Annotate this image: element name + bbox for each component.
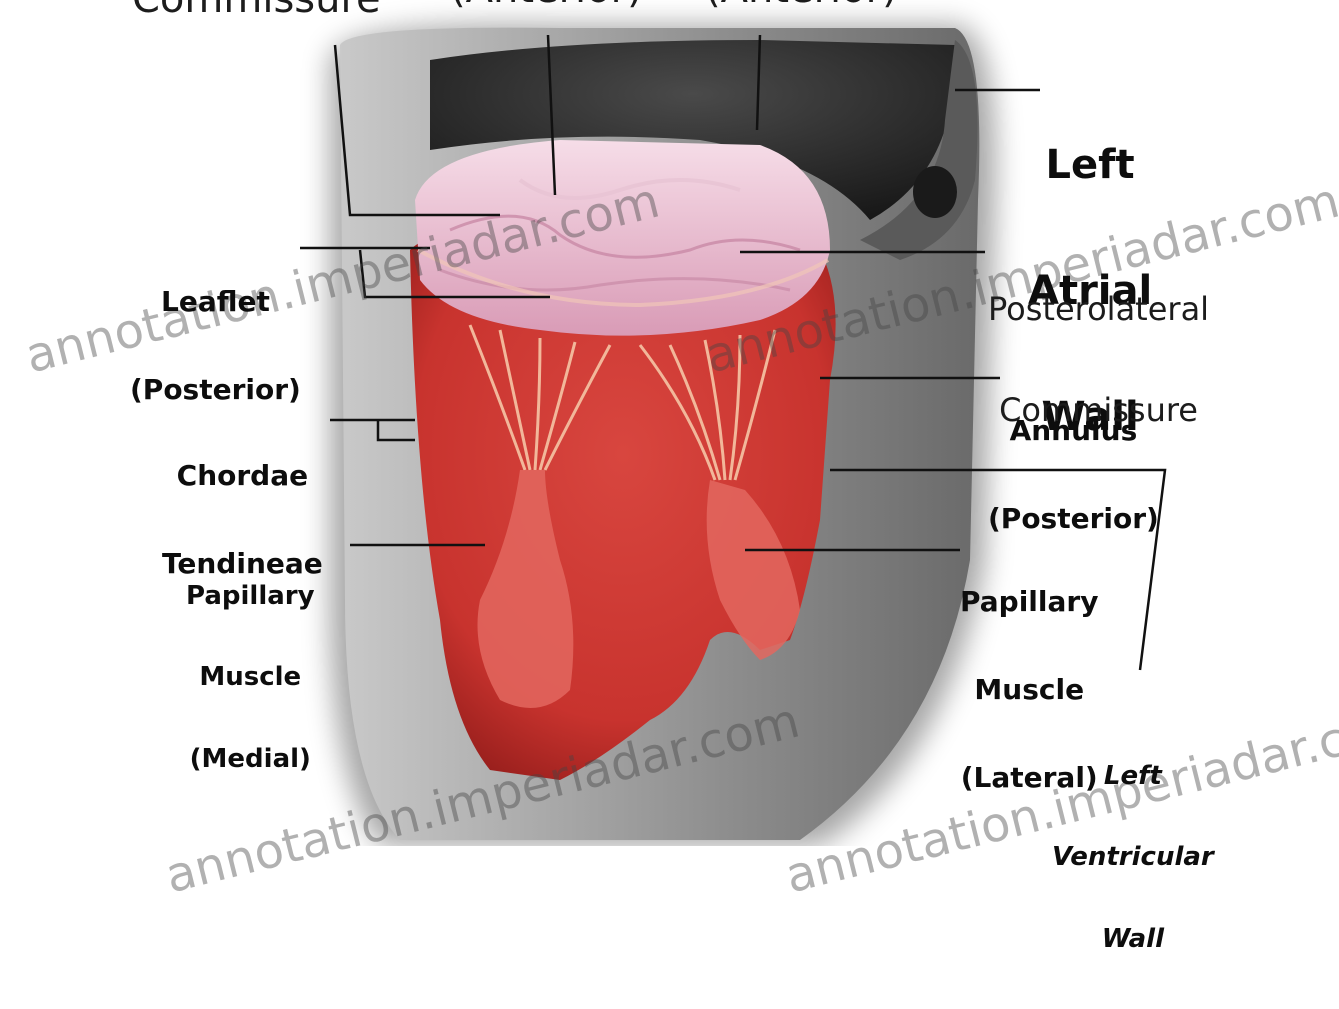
label-papillary-medial-line-1: Papillary bbox=[186, 583, 315, 610]
mitral-valve-diagram: annotation.imperiadar.com annotation.imp… bbox=[0, 0, 1339, 846]
label-left-ventricular-wall-line-2: Ventricular bbox=[1052, 844, 1214, 871]
label-left-ventricular-wall-line-1: Left bbox=[1052, 763, 1214, 790]
label-papillary-medial-line-3: (Medial) bbox=[186, 746, 315, 773]
label-top-partial-2: (Anterior) bbox=[705, 0, 898, 10]
label-papillary-lateral-line-2: Muscle bbox=[960, 675, 1098, 704]
coronary-sinus bbox=[913, 166, 957, 218]
label-annulus-posterior-line-1: Annulus bbox=[988, 416, 1159, 445]
label-top-partial-1: (Anterior) bbox=[450, 0, 643, 10]
label-left-atrial-wall-line-1: Left bbox=[1028, 144, 1152, 186]
label-papillary-muscle-medial: Papillary Muscle (Medial) bbox=[186, 528, 315, 828]
label-papillary-lateral-line-1: Papillary bbox=[960, 587, 1098, 616]
label-chordae-tendineae-line-1: Chordae bbox=[162, 461, 323, 490]
label-left-ventricular-wall-line-3: Wall bbox=[1052, 926, 1214, 953]
label-leaflet-posterior-line-1: Leaflet bbox=[130, 287, 301, 316]
label-papillary-medial-line-2: Muscle bbox=[186, 664, 315, 691]
label-posterolateral-commissure-line-1: Posterolateral bbox=[988, 293, 1209, 327]
label-commissure-top: Commissure bbox=[132, 0, 381, 20]
label-leaflet-posterior-line-2: (Posterior) bbox=[130, 375, 301, 404]
label-left-ventricular-wall: Left Ventricular Wall bbox=[1052, 708, 1214, 1008]
